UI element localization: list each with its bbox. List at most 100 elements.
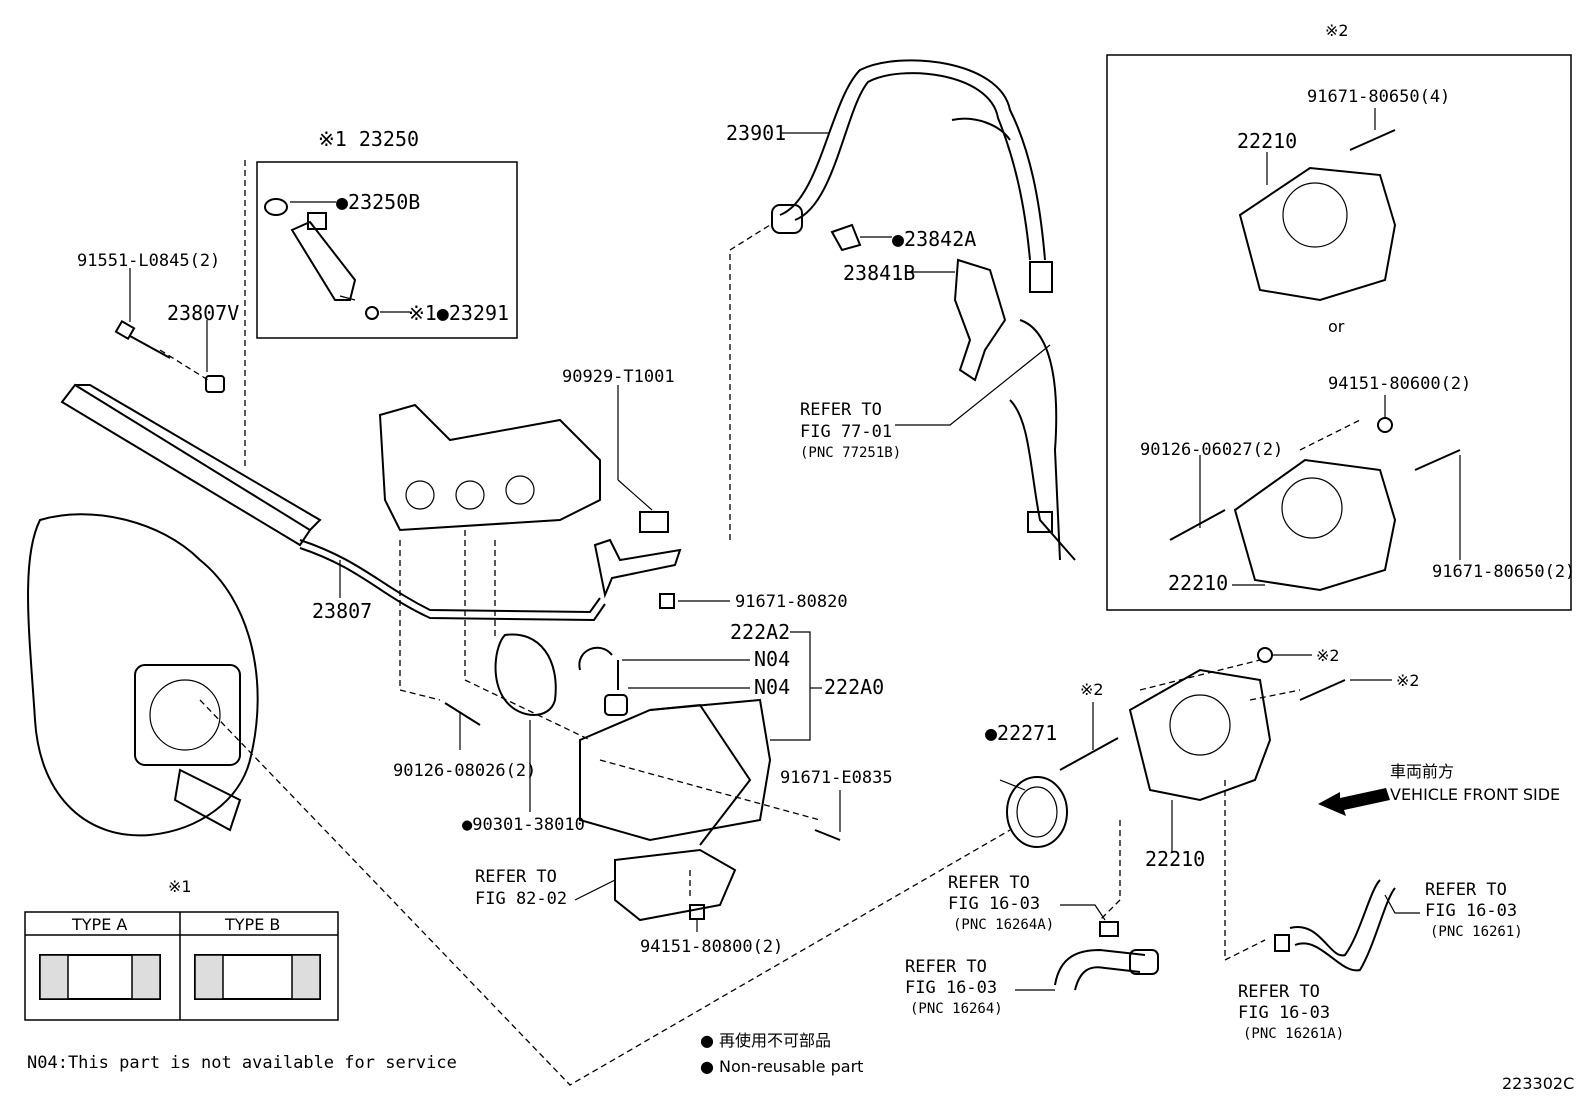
gasket-22271-inner — [1016, 786, 1058, 838]
dashed-guides — [159, 160, 1301, 1086]
label-n04-a: N04 — [754, 647, 790, 671]
label-mark2-b: ※2 — [1316, 646, 1340, 665]
label-box-or: or — [1328, 317, 1345, 336]
bolt-91671-80820-shape — [659, 593, 675, 609]
label-23841b: 23841B — [843, 261, 915, 285]
label-22210-main: 22210 — [1145, 847, 1205, 871]
front-arrow-icon — [1318, 788, 1390, 816]
label-23250: ※1 23250 — [318, 127, 419, 151]
label-94151-80800: 94151-80800(2) — [640, 937, 783, 957]
leader-ref-7701 — [895, 344, 1051, 426]
label-refb-1: REFER TO — [905, 957, 987, 977]
clip-23842a-shape — [830, 223, 862, 252]
label-refb-3: (PNC 16264) — [910, 1001, 1003, 1017]
label-type-mark: ※1 — [168, 877, 192, 896]
label-ref7701-c: (PNC 77251B) — [800, 445, 901, 461]
label-90126-08026: 90126-08026(2) — [393, 761, 536, 781]
stud-90126-shape — [444, 702, 481, 726]
alt-box-outline — [1106, 54, 1572, 611]
throttle-body-main-shape — [1128, 668, 1272, 802]
type-a-hatch-right — [131, 954, 161, 1000]
label-ref7701-b: FIG 77-01 — [800, 422, 892, 442]
injector-kit-box — [256, 161, 518, 339]
label-23807v: 23807V — [167, 301, 239, 325]
hose-16264-a — [1054, 948, 1146, 986]
pipe-bracket — [593, 538, 682, 599]
guide-9 — [199, 699, 1011, 1086]
label-23901: 23901 — [726, 121, 786, 145]
hose-lower-1 — [1019, 319, 1061, 561]
throttle-flange — [134, 664, 241, 766]
label-refd-3: (PNC 16261A) — [1243, 1026, 1344, 1042]
bolt-head-shape — [114, 319, 136, 341]
label-90301: ●90301-38010 — [462, 815, 585, 835]
bolt-mark2-shape — [1299, 679, 1346, 701]
hose-end-left — [771, 204, 803, 234]
guide-13 — [1249, 689, 1301, 701]
box-guide-1 — [1299, 419, 1361, 451]
throttle-center-assembly — [444, 538, 841, 932]
manifold-pipe — [173, 768, 242, 832]
clip-222a2-shape — [578, 646, 613, 671]
bolt-91551 — [114, 268, 225, 393]
port-1 — [405, 480, 435, 510]
cylinder-head-outline — [378, 403, 601, 532]
box-throttle-bottom-shape — [1233, 458, 1397, 592]
delivery-pipe-top — [75, 384, 322, 531]
alt-throttle-box — [1106, 54, 1572, 611]
label-box-mark: ※2 — [1325, 21, 1349, 40]
label-90929: 90929-T1001 — [562, 367, 675, 387]
label-box-90126: 90126-06027(2) — [1140, 440, 1283, 460]
hose-16264-end — [1129, 949, 1159, 975]
type-a-hatch-left — [39, 954, 69, 1000]
hose-outer — [779, 59, 1046, 261]
gasket-22271-shape — [1006, 776, 1068, 848]
label-type-b: TYPE B — [224, 915, 280, 934]
cylinder-head — [378, 385, 669, 533]
label-diagram-id: 223302C — [1502, 1074, 1574, 1093]
nut-mark2-shape — [1257, 647, 1273, 663]
stud-mark2-shape — [1059, 737, 1119, 771]
leader-222a2 — [770, 631, 811, 741]
guide-10 — [1099, 820, 1121, 921]
hose-lower-2 — [1009, 399, 1076, 561]
leader-22271 — [999, 779, 1026, 791]
label-refc-2: FIG 16-03 — [1425, 901, 1517, 921]
label-ref8202-b: FIG 82-02 — [475, 889, 567, 909]
label-box-22210-top: 22210 — [1237, 129, 1297, 153]
label-22271: ●22271 — [985, 721, 1057, 745]
guide-12 — [1139, 659, 1261, 691]
spacer-23807v-shape — [205, 375, 225, 393]
label-mark2-c: ※2 — [1396, 671, 1420, 690]
box-bolt-top — [1349, 129, 1396, 151]
injector-tip-line — [339, 295, 356, 301]
label-refd-2: FIG 16-03 — [1238, 1003, 1330, 1023]
hose-inner — [794, 72, 1031, 261]
type-table-outline — [24, 911, 339, 1021]
hose-16264-b — [1074, 966, 1141, 991]
label-box-22210-bot: 22210 — [1168, 571, 1228, 595]
label-legend-en: ● Non-reusable part — [700, 1057, 863, 1076]
label-n04-note: N04:This part is not available for servi… — [27, 1053, 457, 1073]
label-refc-3: (PNC 16261) — [1430, 924, 1523, 940]
port-2 — [455, 480, 485, 510]
throttle-bore — [149, 679, 221, 751]
label-23842a: ●23842A — [892, 227, 976, 251]
hose-16261-a — [1289, 879, 1381, 957]
egr-cooler-detail — [649, 703, 752, 846]
type-table — [24, 911, 339, 1021]
guide-11 — [1224, 780, 1266, 962]
bracket-23841b-shape — [953, 258, 1007, 382]
bracket-82-02-shape — [614, 848, 737, 922]
guide-5 — [464, 530, 591, 741]
label-type-a: TYPE A — [71, 915, 127, 934]
label-23807: 23807 — [312, 599, 372, 623]
box-stud — [1169, 509, 1226, 541]
label-ref8202-a: REFER TO — [475, 867, 557, 887]
bolt-e0835-shape — [814, 829, 841, 841]
label-222a0: 222A0 — [824, 675, 884, 699]
label-refa-2: FIG 16-03 — [948, 894, 1040, 914]
clamp-16264a — [1099, 921, 1119, 937]
